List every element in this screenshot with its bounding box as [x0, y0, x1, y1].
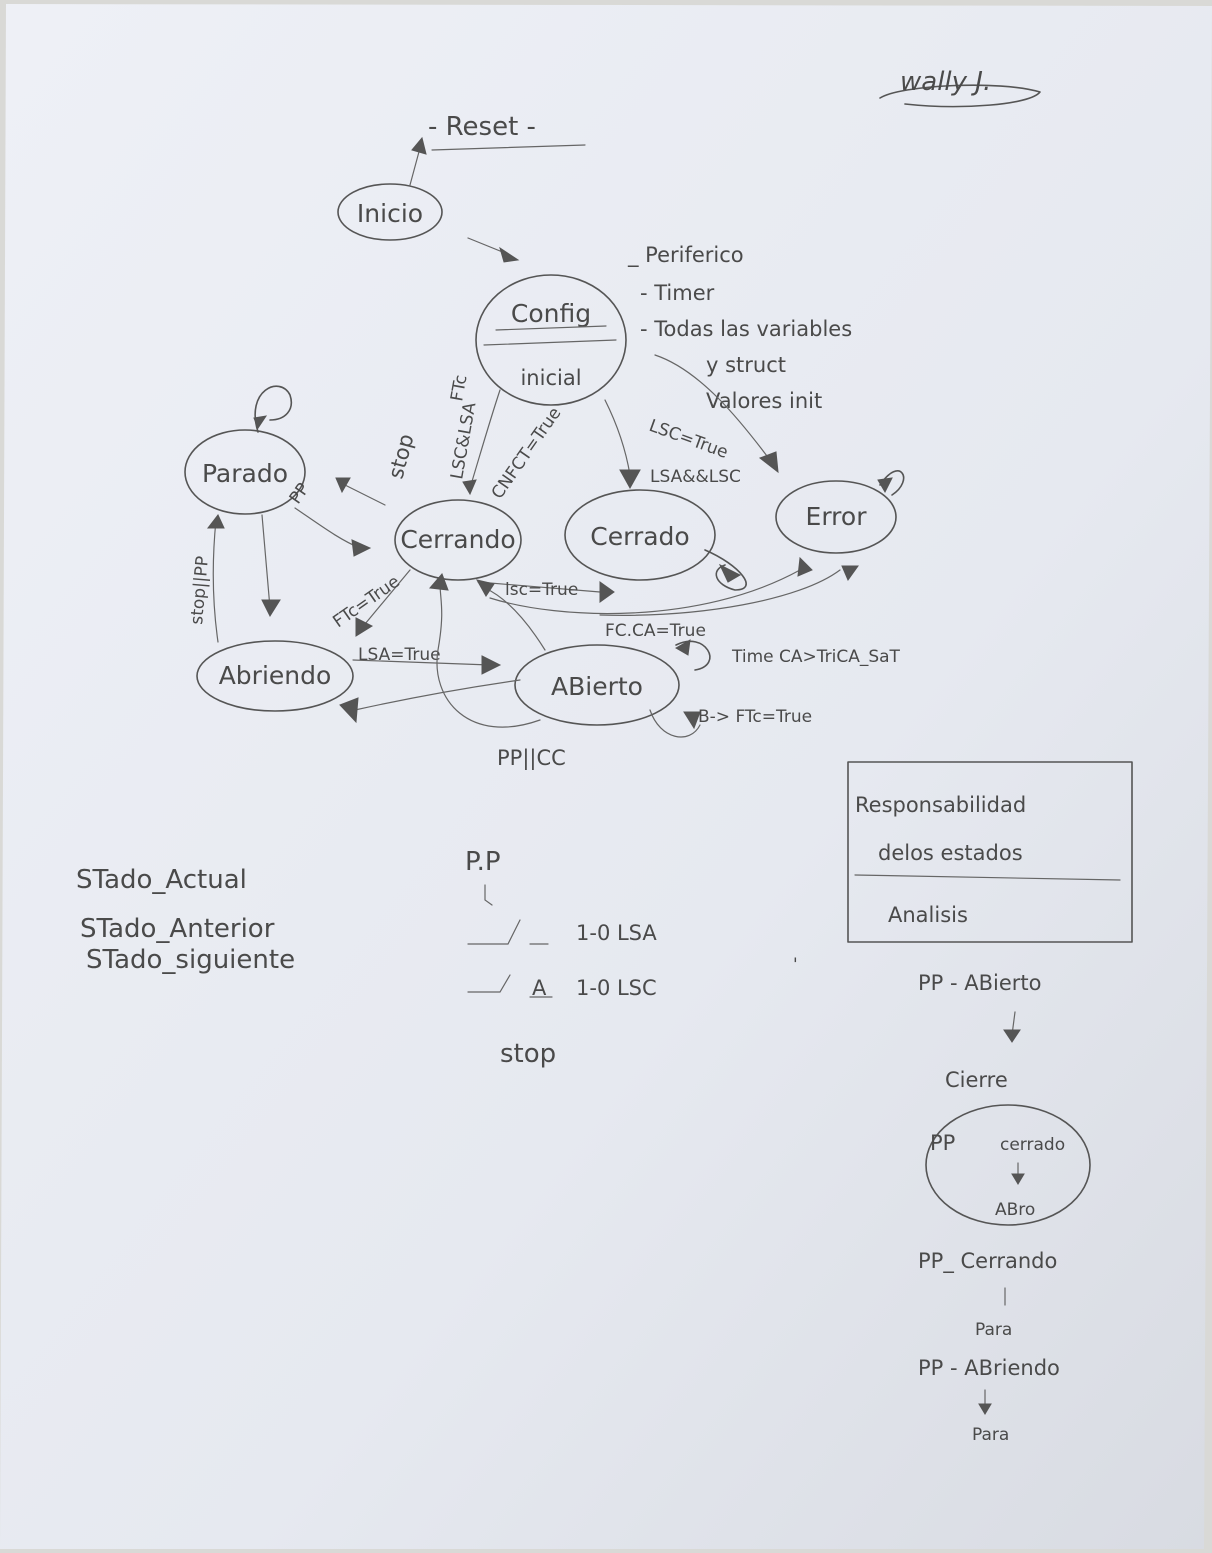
svg-text:Valores init: Valores init: [706, 389, 822, 413]
responsibility-box: Responsabilidad delos estados Analisis: [847, 761, 1133, 943]
svg-text:- Reset -: - Reset -: [428, 112, 536, 142]
svg-text:Para: Para: [975, 1320, 1012, 1340]
svg-text:PP - ABierto: PP - ABierto: [918, 971, 1042, 995]
state-cerrado: Cerrado: [564, 489, 747, 591]
svg-text:delos estados: delos estados: [878, 841, 1023, 865]
svg-text:ABierto: ABierto: [551, 672, 643, 701]
svg-text:Abriendo: Abriendo: [219, 661, 332, 690]
paper-background: [0, 4, 1212, 1549]
svg-text:PP: PP: [930, 1131, 955, 1155]
svg-text:_ Periferico: _ Periferico: [627, 243, 744, 268]
state-config: Config inicial: [475, 274, 627, 406]
svg-text:Cerrando: Cerrando: [400, 525, 515, 554]
state-inicio: Inicio: [337, 183, 443, 241]
svg-text:stop: stop: [500, 1039, 556, 1069]
svg-text:Error: Error: [806, 502, 868, 531]
svg-text:Cerrado: Cerrado: [590, 522, 689, 551]
state-abierto: ABierto: [514, 639, 711, 726]
state-error: Error: [775, 470, 905, 554]
state-cerrando: Cerrando: [394, 499, 522, 581]
svg-text:Inicio: Inicio: [357, 199, 423, 228]
svg-text:STado_siguiente: STado_siguiente: [86, 945, 295, 975]
svg-text:y struct: y struct: [706, 353, 786, 377]
transition-parado-abriendo: [261, 514, 281, 618]
transition-abierto-cerrando: [429, 573, 546, 728]
svg-text:P.P: P.P: [465, 847, 501, 877]
state-parado: Parado: [184, 385, 306, 515]
svg-text:Analisis: Analisis: [888, 903, 968, 927]
svg-text:PP_ Cerrando: PP_ Cerrando: [918, 1249, 1057, 1274]
transition-abriendo-abierto: LSA=True: [352, 645, 502, 675]
svg-text:Cierre: Cierre: [945, 1068, 1008, 1092]
transition-cerrando-error: FC.CA=True Time CA>TriCA_SaT: [489, 556, 901, 667]
svg-text:FC.CA=True: FC.CA=True: [605, 621, 706, 641]
transition-config-error: [654, 354, 779, 474]
signature: wally J.: [879, 67, 1041, 108]
arrowhead: [411, 136, 427, 155]
transition-abierto-abriendo: [339, 679, 521, 724]
reset-label: - Reset -: [428, 112, 586, 151]
svg-text:Para: Para: [972, 1425, 1009, 1445]
arrowhead: [499, 246, 520, 263]
svg-text:A: A: [532, 976, 547, 1000]
svg-text:STado_Actual: STado_Actual: [76, 865, 247, 895]
svg-text:1-0 LSA: 1-0 LSA: [576, 921, 657, 945]
transition-cerrando-cerrado: lsc=True: [477, 580, 615, 603]
switches: P.P 1-0 LSA A 1-0 LSC stop: [465, 847, 657, 1069]
svg-text:- Todas las variables: - Todas las variables: [640, 317, 852, 341]
svg-text:1-0 LSC: 1-0 LSC: [576, 976, 657, 1000]
svg-text:FTc: FTc: [447, 373, 471, 402]
label-pp-cc: PP||CC: [497, 746, 566, 771]
arrow-inicio-reset: [409, 147, 421, 186]
svg-text:ABro: ABro: [995, 1200, 1035, 1220]
state-abriendo: Abriendo: [196, 640, 354, 712]
variables-list: STado_Actual STado_Anterior STado_siguie…: [76, 865, 295, 975]
svg-text:wally J.: wally J.: [900, 67, 991, 97]
svg-text:LSA&&LSC: LSA&&LSC: [650, 467, 741, 487]
stray-mark: ': [793, 955, 798, 975]
svg-text:B-> FTc=True: B-> FTc=True: [698, 707, 812, 727]
svg-text:Time CA>TriCA_SaT: Time CA>TriCA_SaT: [731, 647, 901, 667]
svg-text:Config: Config: [511, 299, 591, 328]
svg-text:Parado: Parado: [202, 459, 288, 488]
svg-text:- Timer: - Timer: [640, 281, 715, 305]
svg-text:inicial: inicial: [520, 366, 581, 390]
analysis-list: PP - ABierto Cierre PP cerrado ABro PP_ …: [918, 971, 1091, 1445]
config-notes: _ Periferico - Timer - Todas las variabl…: [627, 243, 852, 413]
svg-text:Responsabilidad: Responsabilidad: [855, 793, 1026, 817]
svg-text:STado_Anterior: STado_Anterior: [80, 914, 275, 944]
svg-text:PP - ABriendo: PP - ABriendo: [918, 1356, 1060, 1380]
svg-text:lsc=True: lsc=True: [505, 580, 578, 600]
svg-text:LSA=True: LSA=True: [358, 645, 441, 665]
svg-text:cerrado: cerrado: [1000, 1135, 1065, 1155]
transition-abierto-self: B-> FTc=True: [649, 707, 812, 738]
